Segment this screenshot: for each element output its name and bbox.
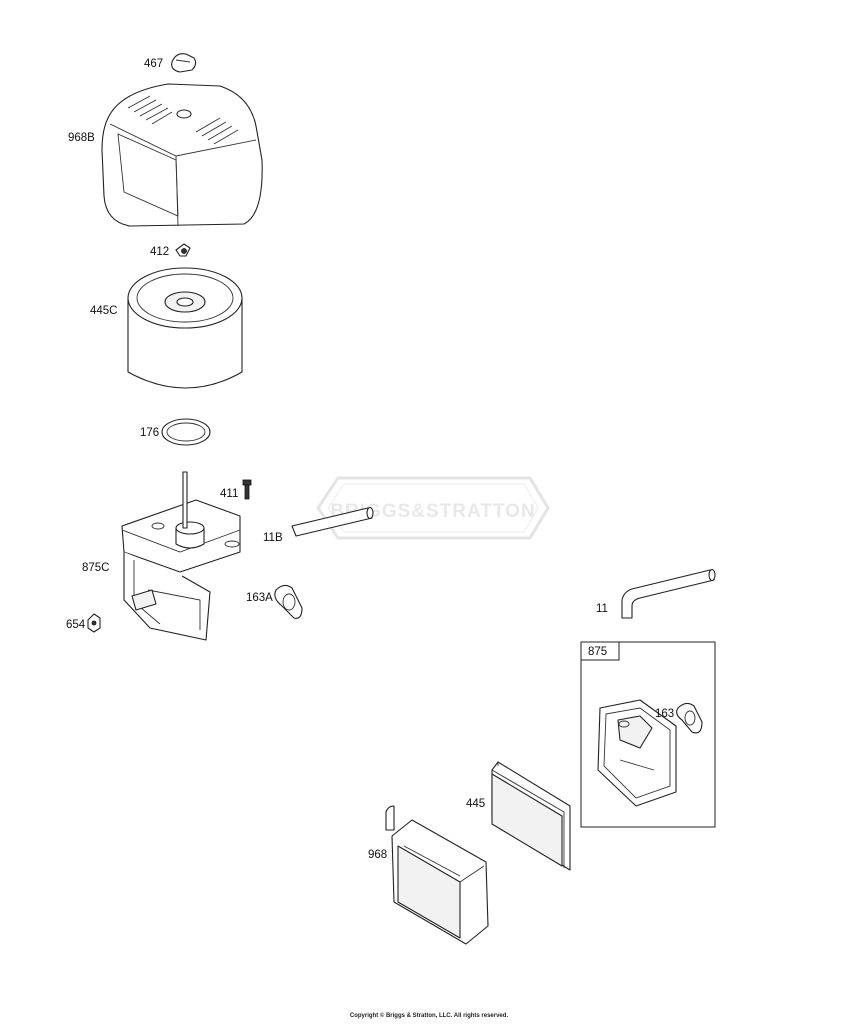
part-176-ring[interactable] bbox=[161, 418, 211, 446]
kit-875-box bbox=[580, 641, 716, 828]
part-11B-tube[interactable] bbox=[291, 506, 374, 537]
label-968: 968 bbox=[368, 849, 387, 861]
label-412: 412 bbox=[150, 246, 169, 258]
part-445C-filter[interactable] bbox=[127, 267, 243, 389]
label-654: 654 bbox=[66, 619, 86, 631]
label-11B: 11B bbox=[263, 532, 283, 544]
label-163A: 163A bbox=[246, 592, 273, 604]
label-875C: 875C bbox=[82, 562, 110, 574]
label-176: 176 bbox=[140, 427, 159, 439]
label-467: 467 bbox=[144, 58, 163, 70]
brand-watermark: BRIGGS&STRATTON bbox=[316, 476, 550, 540]
label-411: 411 bbox=[220, 488, 238, 500]
label-445: 445 bbox=[466, 798, 485, 810]
label-875: 875 bbox=[588, 646, 607, 658]
part-11-bent-tube[interactable] bbox=[621, 568, 716, 619]
part-654-nut[interactable] bbox=[87, 613, 101, 633]
part-467-knob[interactable] bbox=[171, 53, 197, 73]
part-875C-base[interactable] bbox=[121, 471, 241, 641]
part-968-housing[interactable] bbox=[385, 805, 489, 945]
watermark-text: BRIGGS&STRATTON bbox=[330, 501, 535, 522]
part-163-gasket[interactable] bbox=[676, 702, 703, 734]
label-163: 163 bbox=[655, 708, 674, 720]
part-163A-gasket[interactable] bbox=[274, 584, 303, 619]
part-445-panel-filter[interactable] bbox=[491, 761, 571, 871]
label-11: 11 bbox=[596, 603, 608, 615]
part-412-wingnut[interactable] bbox=[175, 243, 191, 257]
label-445C: 445C bbox=[90, 305, 118, 317]
label-968B: 968B bbox=[68, 132, 95, 144]
part-875-baseplate[interactable] bbox=[597, 699, 677, 807]
copyright-notice: Copyright © Briggs & Stratton, LLC. All … bbox=[349, 1013, 509, 1019]
part-968B-cover[interactable] bbox=[101, 83, 263, 227]
part-411-bolt[interactable] bbox=[242, 479, 252, 500]
